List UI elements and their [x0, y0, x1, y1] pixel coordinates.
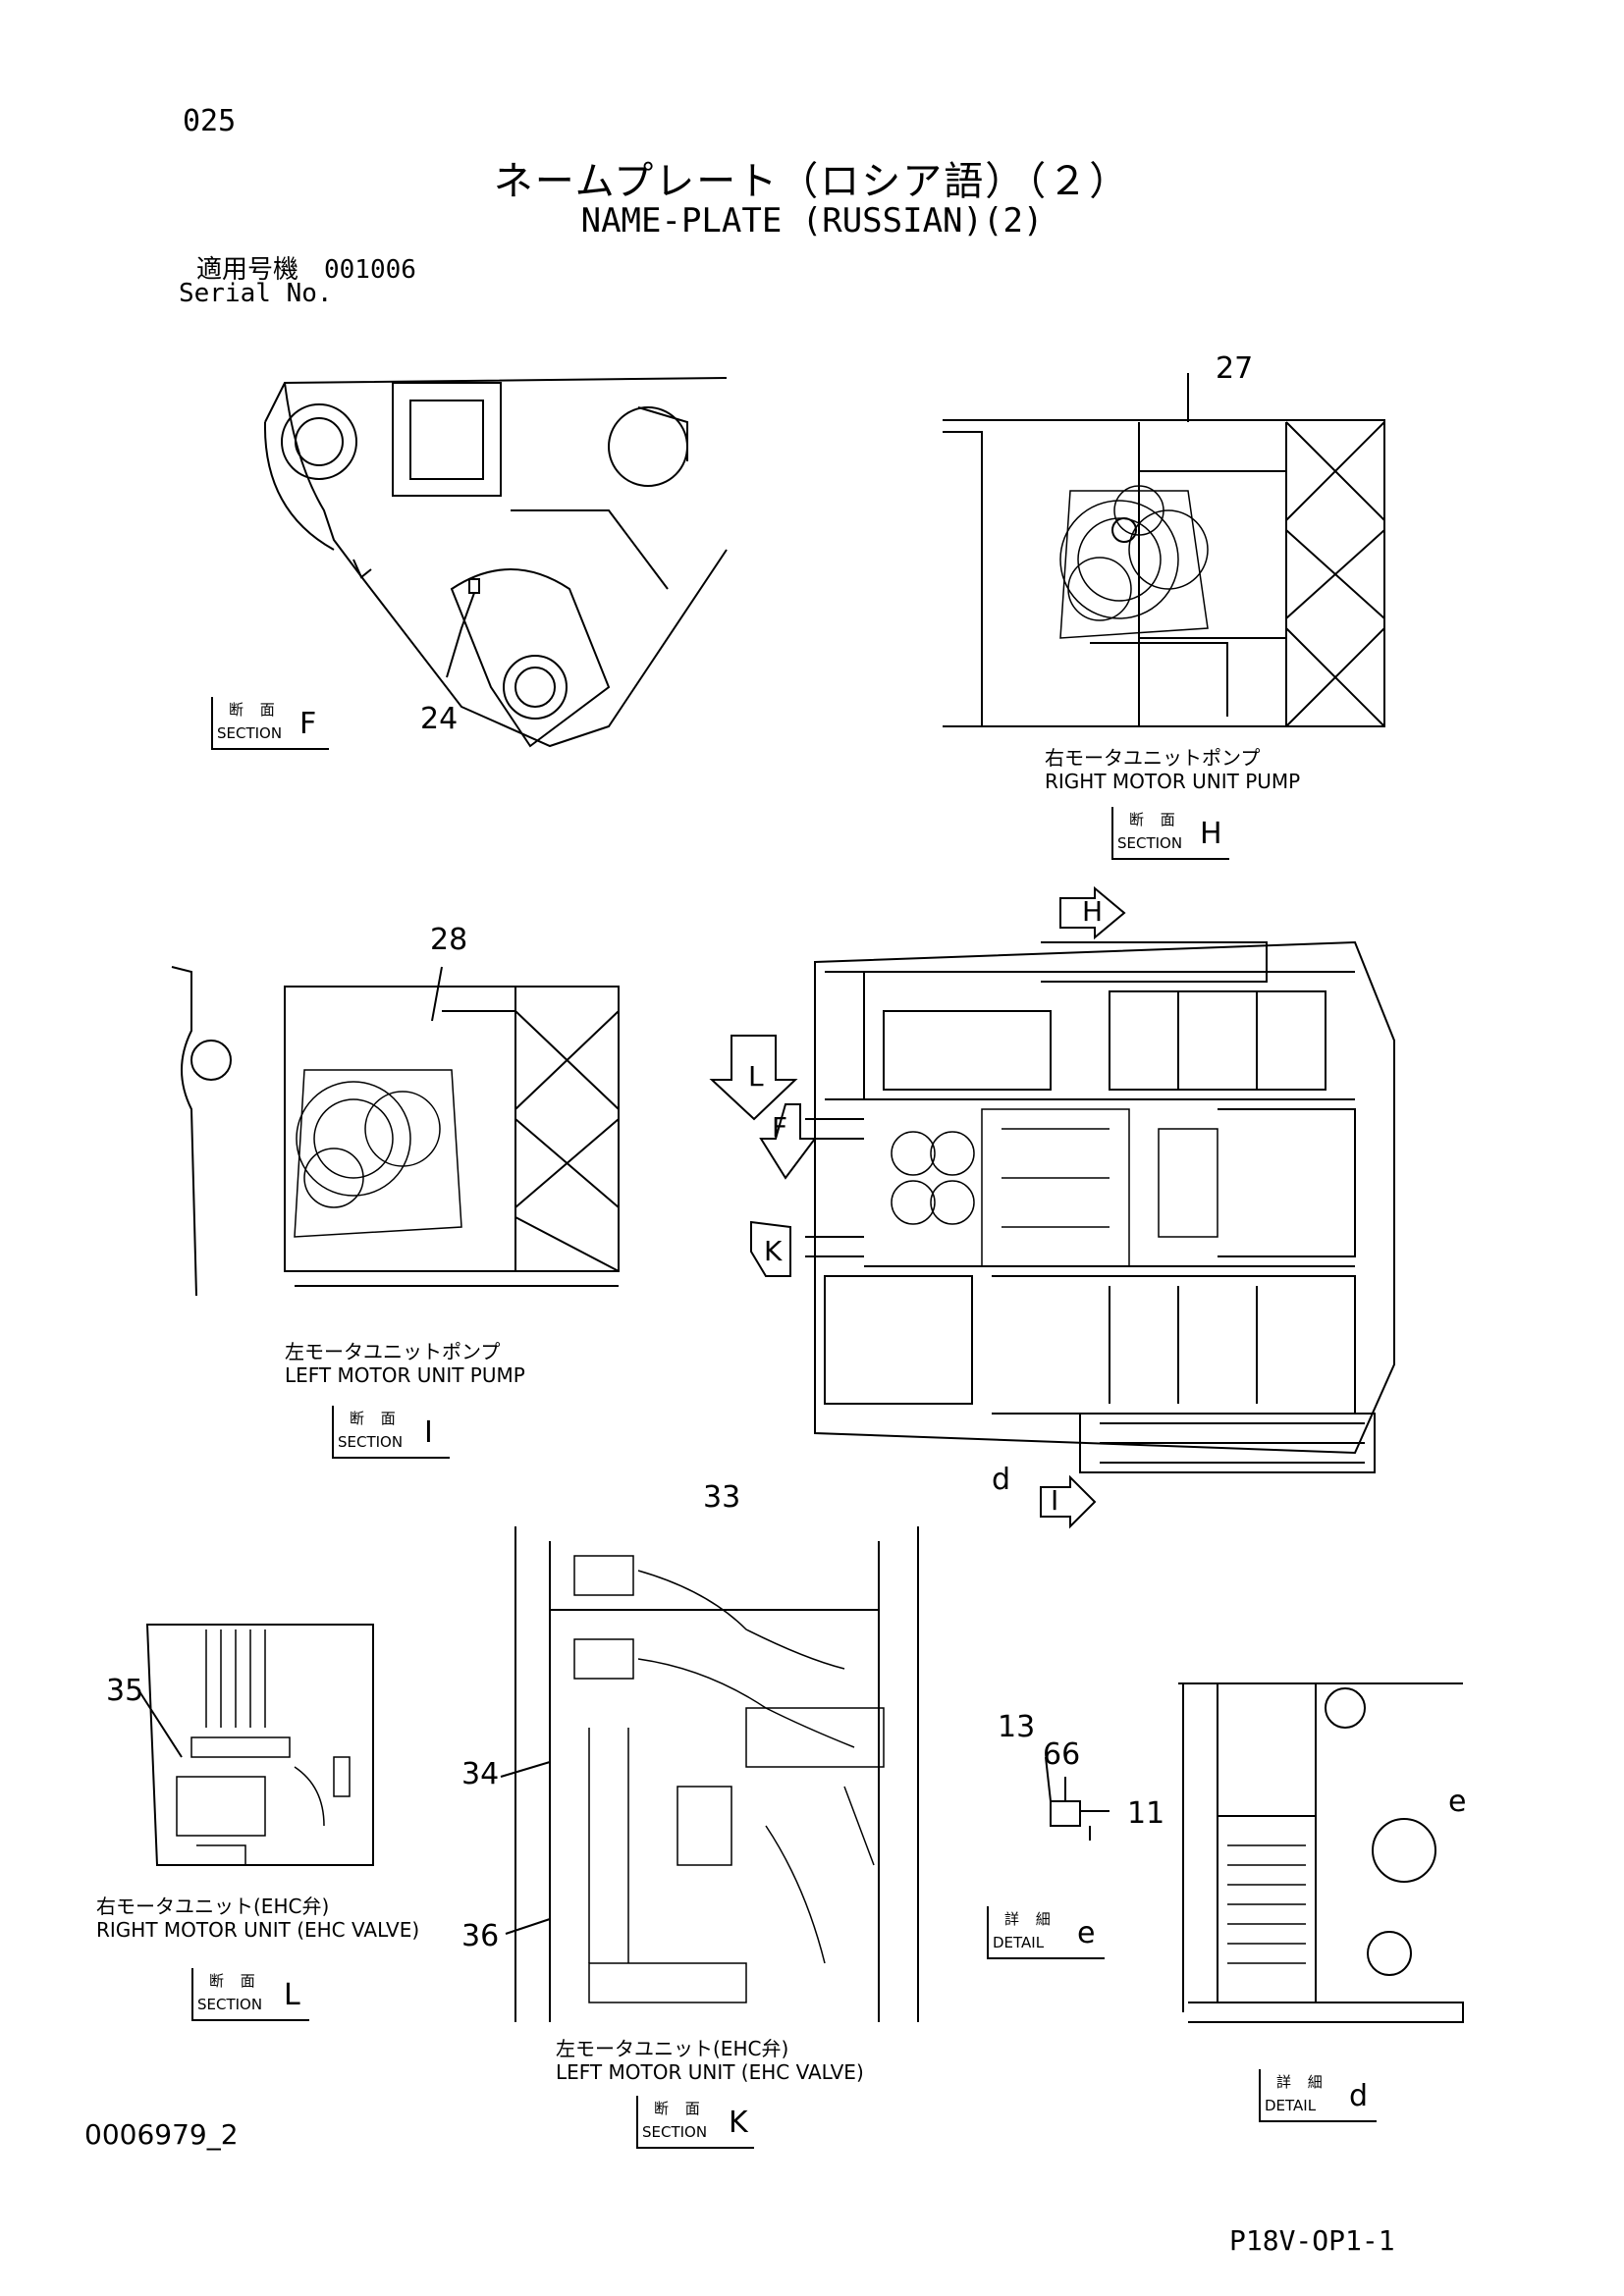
detail-tag-jp: 詳 細	[1004, 1910, 1056, 1928]
detail-tag-en: DETAIL	[993, 1934, 1045, 1951]
caption-left-pump-en: LEFT MOTOR UNIT PUMP	[285, 1363, 525, 1387]
callout-11: 11	[1127, 1796, 1165, 1831]
section-tag-k: 断 面 SECTION K	[636, 2096, 754, 2149]
section-l-view	[136, 1624, 374, 1866]
document-id: 0006979_2	[84, 2118, 239, 2151]
section-tag-letter: F	[299, 707, 317, 741]
detail-tag-letter: e	[1077, 1916, 1096, 1950]
section-tag-letter: K	[729, 2106, 748, 2140]
arrow-label-i: I	[1051, 1484, 1059, 1517]
arrow-label-h: H	[1082, 895, 1104, 928]
section-tag-en: SECTION	[217, 724, 283, 742]
section-tag-en: SECTION	[1117, 834, 1183, 852]
section-i-view	[171, 966, 620, 1297]
caption-right-pump: 右モータユニットポンプ RIGHT MOTOR UNIT PUMP	[1045, 746, 1300, 793]
section-tag-en: SECTION	[197, 1996, 263, 2013]
caption-right-ehc-jp: 右モータユニット(EHC弁)	[96, 1895, 330, 1918]
detail-tag-jp: 詳 細	[1276, 2073, 1328, 2091]
callout-35: 35	[106, 1674, 144, 1708]
reference-code: P18V-OP1-1	[1229, 2224, 1395, 2257]
detail-tag-en: DETAIL	[1265, 2097, 1317, 2114]
section-tag-f: 断 面 SECTION F	[211, 697, 329, 750]
serial-english: Serial No.	[179, 279, 333, 308]
caption-right-ehc: 右モータユニット(EHC弁) RIGHT MOTOR UNIT (EHC VAL…	[96, 1895, 419, 1942]
section-tag-jp: 断 面	[229, 701, 281, 719]
section-k-view	[500, 1526, 919, 2022]
caption-left-pump-jp: 左モータユニットポンプ	[285, 1340, 501, 1363]
callout-e: e	[1448, 1785, 1467, 1819]
detail-e-view	[1045, 1756, 1110, 1841]
caption-left-pump: 左モータユニットポンプ LEFT MOTOR UNIT PUMP	[285, 1340, 525, 1387]
section-tag-letter: H	[1200, 817, 1222, 851]
arrow-label-f: F	[772, 1111, 788, 1144]
arrow-shapes	[709, 885, 1126, 1529]
section-tag-jp: 断 面	[350, 1410, 402, 1427]
arrow-label-l: L	[748, 1060, 764, 1093]
section-tag-l: 断 面 SECTION L	[191, 1968, 309, 2021]
section-tag-en: SECTION	[642, 2123, 708, 2141]
caption-right-ehc-en: RIGHT MOTOR UNIT (EHC VALVE)	[96, 1918, 420, 1942]
detail-tag-d: 詳 細 DETAIL d	[1259, 2069, 1377, 2122]
caption-right-pump-en: RIGHT MOTOR UNIT PUMP	[1045, 770, 1301, 793]
detail-d-view	[1178, 1682, 1464, 2023]
section-tag-i: 断 面 SECTION I	[332, 1406, 450, 1459]
callout-28: 28	[430, 923, 468, 957]
callout-34: 34	[461, 1757, 500, 1791]
serial-japanese: 適用号機 001006	[196, 255, 416, 285]
callout-33: 33	[703, 1480, 741, 1515]
detail-tag-e: 詳 細 DETAIL e	[987, 1906, 1105, 1959]
callout-36: 36	[461, 1919, 500, 1953]
section-tag-letter: L	[284, 1978, 300, 2012]
section-tag-jp: 断 面	[209, 1972, 261, 1990]
caption-left-ehc-en: LEFT MOTOR UNIT (EHC VALVE)	[556, 2060, 864, 2084]
detail-tag-letter: d	[1349, 2079, 1369, 2113]
section-tag-letter: I	[424, 1415, 433, 1450]
callout-d: d	[992, 1463, 1011, 1497]
section-tag-jp: 断 面	[654, 2100, 706, 2117]
arrow-label-k: K	[764, 1235, 783, 1267]
caption-left-ehc-jp: 左モータユニット(EHC弁)	[556, 2037, 789, 2060]
callout-27: 27	[1216, 351, 1254, 386]
caption-left-ehc: 左モータユニット(EHC弁) LEFT MOTOR UNIT (EHC VALV…	[556, 2037, 864, 2084]
machine-top-view	[805, 940, 1395, 1473]
callout-66: 66	[1043, 1737, 1081, 1772]
section-tag-jp: 断 面	[1129, 811, 1181, 828]
caption-right-pump-jp: 右モータユニットポンプ	[1045, 746, 1261, 770]
callout-13: 13	[998, 1710, 1036, 1744]
callout-24: 24	[420, 702, 459, 736]
section-tag-en: SECTION	[338, 1433, 404, 1451]
title-english: NAME-PLATE (RUSSIAN)(2)	[580, 201, 1044, 240]
section-f-view	[263, 377, 728, 748]
page-number: 025	[183, 104, 237, 138]
section-h-view	[943, 373, 1385, 727]
section-tag-h: 断 面 SECTION H	[1111, 807, 1229, 860]
title-japanese: ネームプレート（ロシア語）（２）	[493, 159, 1131, 204]
